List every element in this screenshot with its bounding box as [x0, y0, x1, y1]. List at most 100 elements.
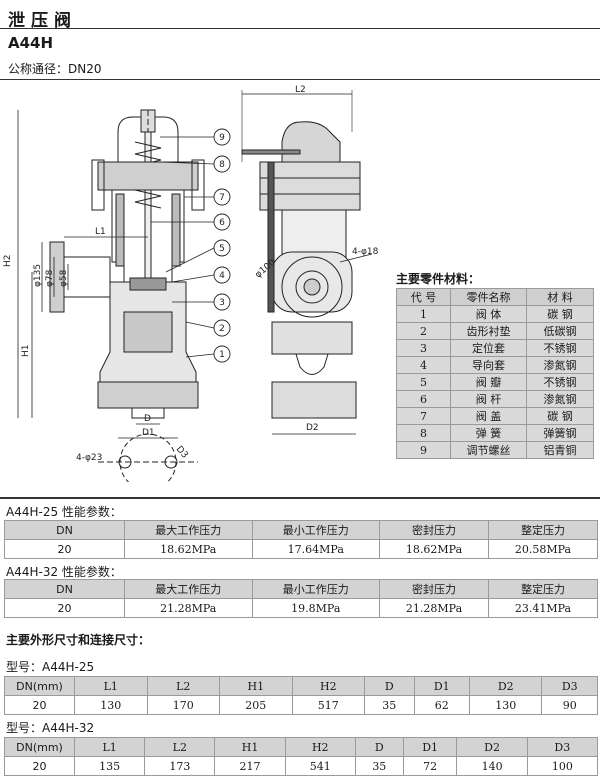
right-bonnet-flange [259, 161, 361, 211]
cell: 18.62MPa [124, 539, 253, 559]
col-h2: H2 [284, 737, 356, 757]
part-code: 4 [396, 356, 451, 374]
label-h2: H2 [3, 255, 13, 268]
part-material: 渗氮钢 [526, 390, 594, 408]
lever-arm [241, 149, 301, 155]
part-code: 9 [396, 441, 451, 459]
col-d1: D1 [413, 676, 470, 696]
dims25-table: DN(mm) L1 L2 H1 H2 D D1 D2 D3 20 130 170… [4, 676, 598, 715]
cell: 205 [219, 695, 293, 715]
cap-lever [281, 121, 341, 163]
cell: 20 [4, 539, 125, 559]
col-d: D [354, 737, 404, 757]
perf25-header-row: DN 最大工作压力 最小工作压力 密封压力 整定压力 [4, 520, 598, 540]
perf25-title: A44H-25 性能参数： [6, 505, 122, 519]
cell: 21.28MPa [379, 598, 490, 618]
label-h1: H1 [21, 345, 31, 358]
col-d2: D2 [456, 737, 528, 757]
inlet-pipe [64, 256, 111, 298]
part-name: 阀 盖 [450, 407, 527, 425]
perf32-table: DN 最大工作压力 最小工作压力 密封压力 整定压力 20 21.28MPa 1… [4, 579, 598, 618]
col-dn: DN [4, 520, 125, 540]
col-d3: D3 [526, 737, 599, 757]
label-d1: D1 [142, 428, 155, 438]
parts-header-row: 代 号 零件名称 材 料 [396, 288, 594, 306]
valve-drawing: 9 8 7 6 5 4 3 2 1 H2 H1 φ135 φ78 φ58 L1 … [3, 85, 379, 482]
dims32-table: DN(mm) L1 L2 H1 H2 D D1 D2 D3 20 135 173… [4, 737, 599, 776]
dims-title: 主要外形尺寸和连接尺寸： [6, 633, 151, 647]
cell: 100 [526, 756, 599, 776]
callout-4: 4 [219, 271, 225, 281]
cell: 19.8MPa [251, 598, 381, 618]
part-material: 渗氮钢 [526, 356, 594, 374]
table-row: 20 18.62MPa 17.64MPa 18.62MPa 20.58MPa [4, 539, 598, 559]
inlet-flange [49, 241, 65, 313]
col-min-pressure: 最小工作压力 [251, 579, 381, 599]
cell: 20 [4, 695, 75, 715]
part-material: 不锈钢 [526, 339, 594, 357]
parts-col-material: 材 料 [526, 288, 594, 306]
col-l2: L2 [144, 737, 216, 757]
dims25-header-row: DN(mm) L1 L2 H1 H2 D D1 D2 D3 [4, 676, 598, 696]
cell: 20 [4, 756, 75, 776]
col-d2: D2 [468, 676, 543, 696]
part-code: 1 [396, 305, 451, 323]
col-max-pressure: 最大工作压力 [124, 520, 253, 540]
right-neck [295, 353, 329, 375]
flange-bolt-left [91, 159, 105, 211]
col-max-pressure: 最大工作压力 [124, 579, 253, 599]
part-code: 3 [396, 339, 451, 357]
page-title: 泄压阀 [8, 11, 77, 31]
bonnet-wall-left [115, 193, 125, 267]
col-min-pressure: 最小工作压力 [251, 520, 381, 540]
col-dn-mm: DN(mm) [4, 676, 75, 696]
col-l1: L1 [73, 737, 146, 757]
part-code: 5 [396, 373, 451, 391]
callout-8: 8 [219, 160, 225, 170]
col-h1: H1 [214, 737, 286, 757]
perf32-title: A44H-32 性能参数： [6, 565, 122, 579]
part-material: 弹簧钢 [526, 424, 594, 442]
parts-col-name: 零件名称 [450, 288, 527, 306]
perf25-table: DN 最大工作压力 最小工作压力 密封压力 整定压力 20 18.62MPa 1… [4, 520, 598, 559]
label-l2: L2 [295, 85, 306, 95]
outlet-neck [131, 407, 165, 419]
part-material: 碳 钢 [526, 305, 594, 323]
part-material: 碳 钢 [526, 407, 594, 425]
perf32-header-row: DN 最大工作压力 最小工作压力 密封压力 整定压力 [4, 579, 598, 599]
nominal-diameter: 公称通径：DN20 [8, 62, 102, 76]
callout-9: 9 [219, 133, 225, 143]
cell: 62 [413, 695, 470, 715]
part-name: 齿形衬垫 [450, 322, 527, 340]
part-name: 阀 体 [450, 305, 527, 323]
col-l2: L2 [146, 676, 221, 696]
callout-6: 6 [219, 218, 225, 228]
flange-bolt-right [191, 159, 205, 211]
parts-col-code: 代 号 [396, 288, 451, 306]
col-h2: H2 [291, 676, 366, 696]
dims25-model: 型号：A44H-25 [6, 660, 95, 674]
part-code: 2 [396, 322, 451, 340]
label-bolt18: 4-φ18 [352, 247, 379, 257]
col-set-pressure: 整定压力 [488, 579, 598, 599]
col-dn: DN [4, 579, 125, 599]
right-outlet-flange [271, 381, 357, 419]
cell: 72 [402, 756, 458, 776]
cell: 541 [284, 756, 356, 776]
title-divider [0, 28, 600, 29]
col-seal-pressure: 密封压力 [379, 579, 490, 599]
table-row: 20 21.28MPa 19.8MPa 21.28MPa 23.41MPa [4, 598, 598, 618]
cell: 217 [214, 756, 286, 776]
dims32-model: 型号：A44H-32 [6, 721, 95, 735]
cell: 35 [354, 756, 404, 776]
guide-sleeve [123, 311, 173, 353]
model-code: A44H [8, 34, 54, 52]
part-code: 8 [396, 424, 451, 442]
